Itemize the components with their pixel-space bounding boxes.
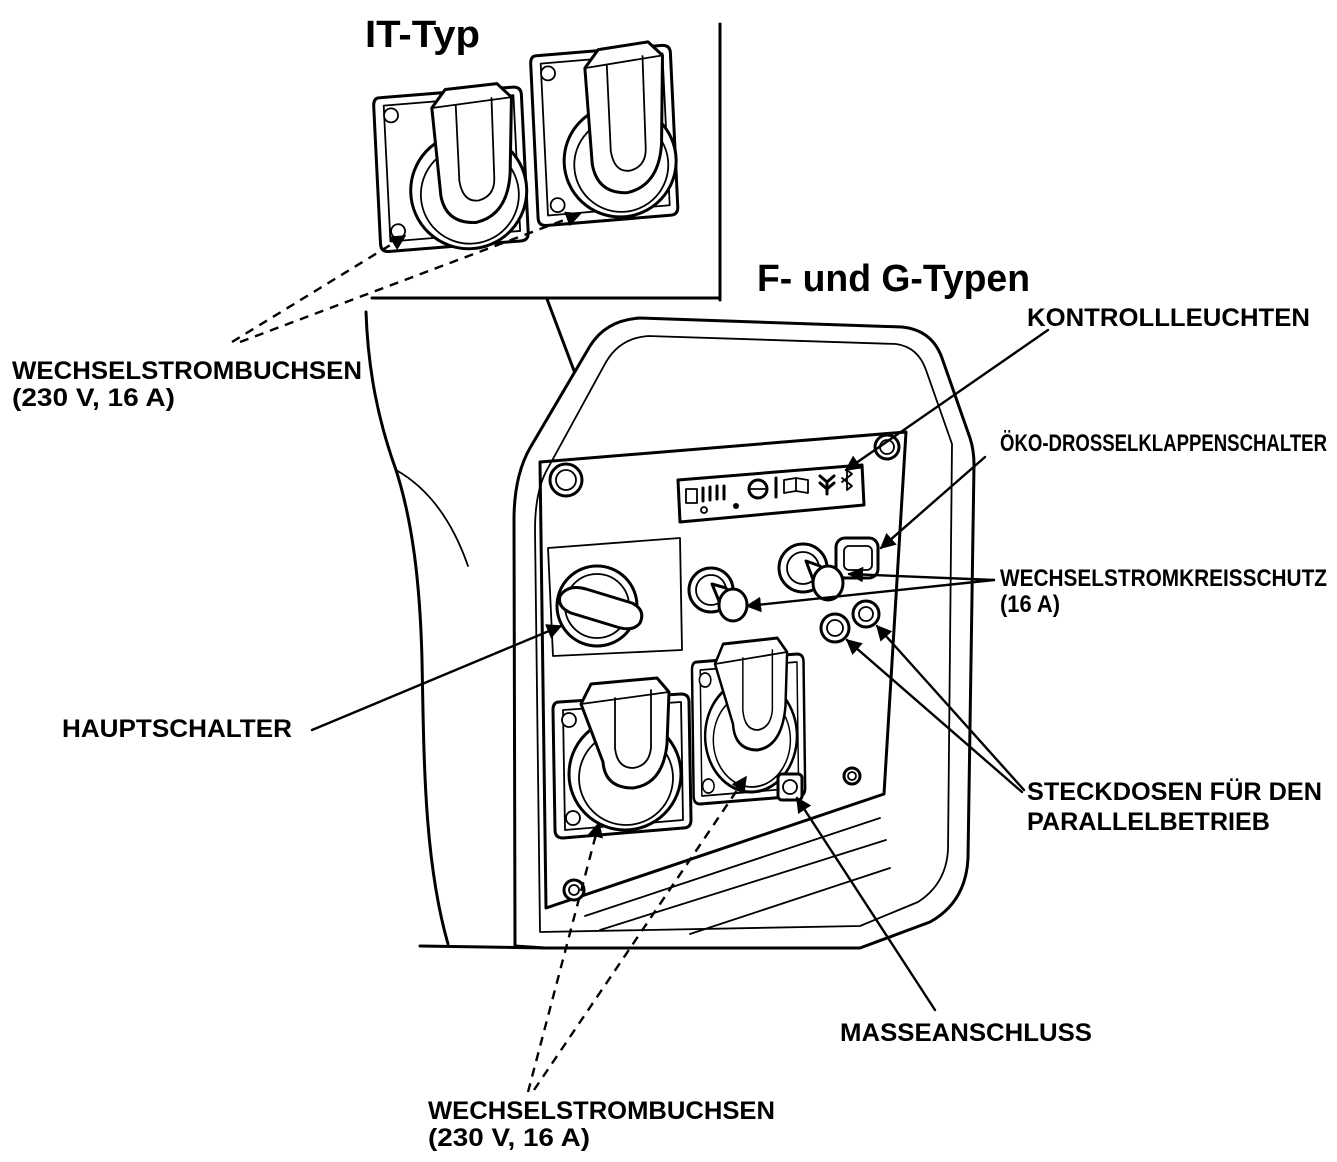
leader-line-it-socket-left [231, 234, 407, 344]
label-circuit-protector-line1: WECHSELSTROMKREISSCHUTZ [1000, 565, 1327, 592]
eco-throttle-switch [834, 536, 880, 580]
leader-line-circuit-protector-right [847, 566, 996, 583]
label-parallel-outlets-line1: STECKDOSEN FÜR DEN [1027, 777, 1322, 806]
title-fg-types: F- und G-Typen [757, 258, 1030, 300]
label-eco-throttle-switch: ÖKO-DROSSELKLAPPENSCHALTER [1000, 430, 1327, 457]
it-socket-left [372, 82, 530, 254]
label-control-lights: KONTROLLLEUCHTEN [1027, 304, 1310, 332]
screw [561, 712, 577, 728]
panel-bezel-inner [534, 335, 953, 933]
label-circuit-protector-line2: (16 A) [1000, 591, 1060, 618]
label-ac-receptacles-it-line2: (230 V, 16 A) [12, 384, 175, 412]
leader-line-control-lights [844, 328, 1050, 472]
screw [698, 672, 712, 688]
main-switch-recess [547, 537, 683, 657]
leader-line-parallel-outlet-left [845, 638, 1024, 794]
screw [549, 197, 566, 214]
leader-line-parallel-outlet-right [875, 624, 1026, 792]
label-ac-receptacles-fg-line2: (230 V, 16 A) [428, 1124, 590, 1152]
leader-line-eco-throttle [879, 455, 987, 550]
ac-receptacle-left [551, 676, 693, 840]
indicator-display [676, 463, 866, 524]
main-switch-lever [558, 586, 644, 631]
parallel-outlet-right [851, 599, 881, 629]
label-ac-receptacles-fg-line1: WECHSELSTROMBUCHSEN [428, 1097, 775, 1125]
label-ground-terminal: MASSEANSCHLUSS [840, 1019, 1092, 1047]
screw [701, 778, 715, 794]
label-parallel-outlets-line2: PARALLELBETRIEB [1027, 808, 1270, 836]
screw [383, 107, 399, 124]
it-socket-right [529, 40, 680, 228]
ac-circuit-protector-right [777, 542, 845, 602]
label-ac-receptacles-it-line1: WECHSELSTROMBUCHSEN [12, 357, 362, 385]
label-main-switch: HAUPTSCHALTER [62, 715, 292, 743]
title-it-type: IT-Typ [365, 14, 480, 56]
ground-terminal [776, 772, 804, 802]
leader-line-ac-receptacle-left [526, 821, 603, 1093]
leader-line-circuit-protector-left [745, 578, 996, 613]
panel-screw [562, 878, 586, 902]
output-level-icon [685, 484, 739, 514]
leader-line-ground-terminal [795, 796, 937, 1012]
socket-lid [430, 82, 513, 224]
manual-icon [783, 477, 809, 494]
leader-line-it-socket-right [239, 211, 582, 344]
ac-circuit-protector-left [687, 566, 749, 623]
main-switch-knob [555, 564, 644, 648]
leader-line-main-switch [310, 624, 563, 732]
oil-alert-icon [747, 478, 769, 500]
panel-screw [842, 766, 862, 786]
parallel-outlet-left [819, 612, 851, 644]
screw [540, 65, 556, 82]
vent-louvers [584, 817, 891, 935]
screw [390, 223, 406, 240]
panel-face [538, 430, 908, 910]
panel-screw [548, 462, 584, 498]
screw [565, 810, 581, 826]
ac-receptacle-right [690, 636, 807, 806]
bluetooth-icon [841, 469, 853, 491]
eco-icon [818, 474, 836, 496]
